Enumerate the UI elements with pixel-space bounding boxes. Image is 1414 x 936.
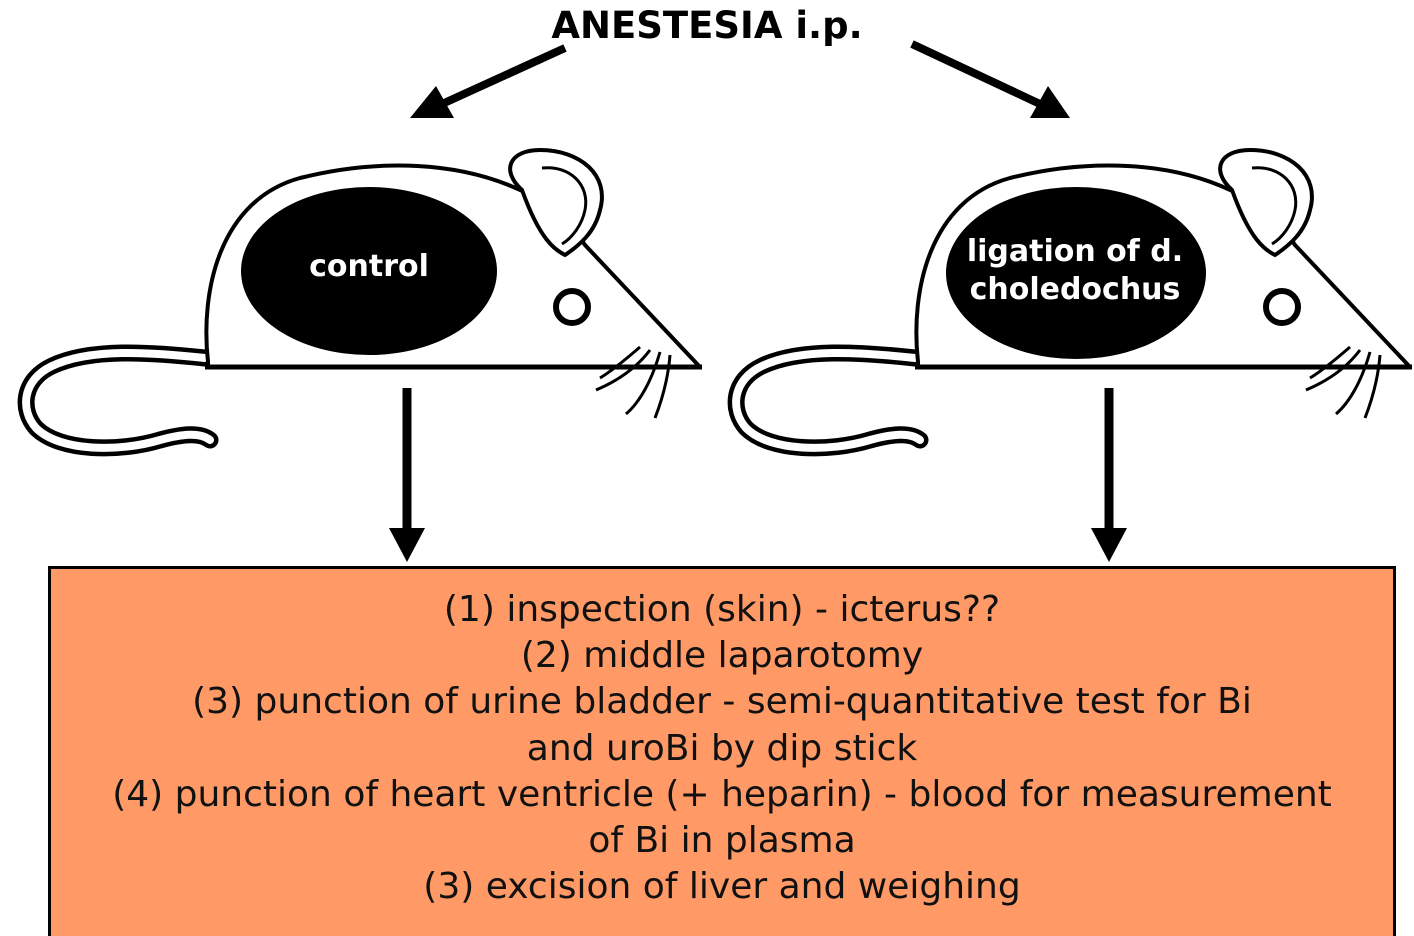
- arrow-icon: [1091, 388, 1127, 562]
- ligation-label: ligation of d. choledochus: [930, 233, 1220, 309]
- arrow-icon: [389, 388, 425, 562]
- procedures-box: (1) inspection (skin) - icterus?? (2) mi…: [48, 566, 1396, 936]
- mouse-icon: [26, 150, 702, 448]
- procedure-line: (3) punction of urine bladder - semi-qua…: [51, 679, 1393, 725]
- procedure-line: (4) punction of heart ventricle (+ hepar…: [51, 772, 1393, 818]
- anesthesia-title: ANESTESIA i.p.: [0, 2, 1414, 50]
- procedure-line: (3) excision of liver and weighing: [51, 864, 1393, 910]
- procedure-line: (1) inspection (skin) - icterus??: [51, 587, 1393, 633]
- arrow-icon: [410, 48, 565, 118]
- control-label: control: [240, 248, 498, 286]
- arrow-icon: [912, 44, 1070, 118]
- procedure-line: and uroBi by dip stick: [51, 726, 1393, 772]
- procedure-line: of Bi in plasma: [51, 818, 1393, 864]
- procedure-line: (2) middle laparotomy: [51, 633, 1393, 679]
